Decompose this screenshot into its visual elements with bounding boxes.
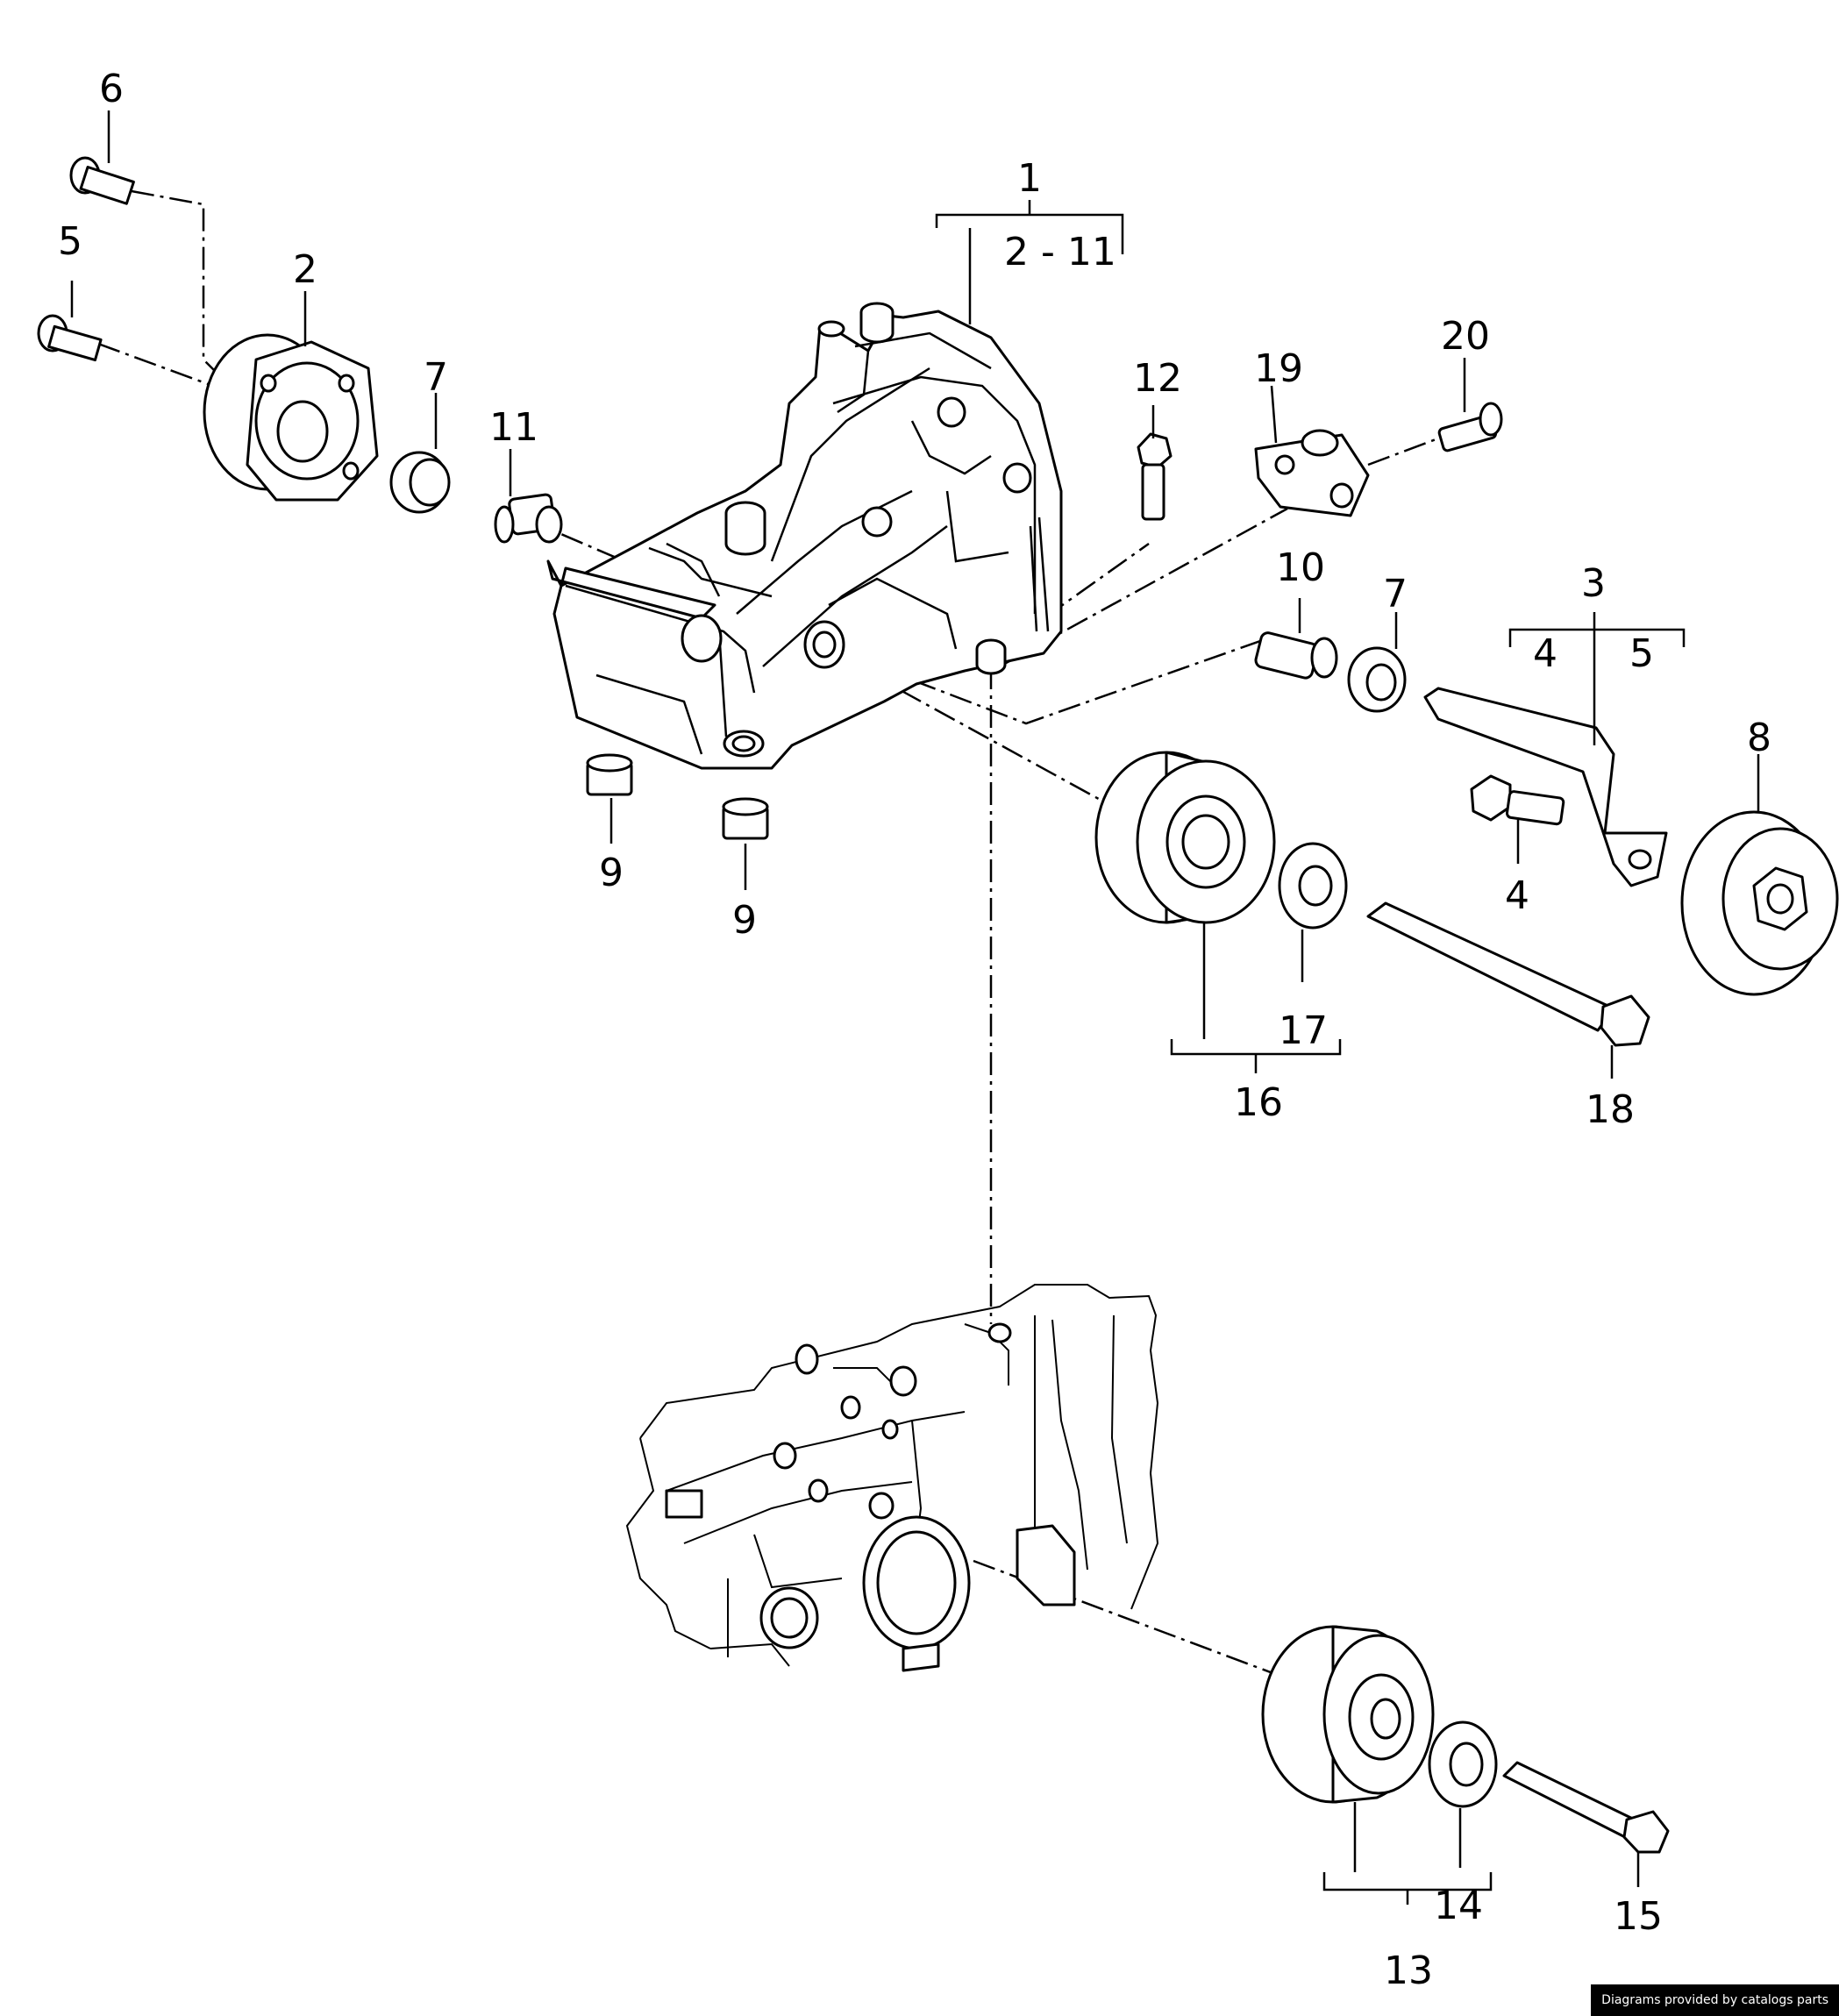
callout-8: 8 xyxy=(1747,716,1771,760)
part-10-bushing xyxy=(1254,631,1338,680)
part-8-pulley xyxy=(1680,810,1839,996)
engine-block xyxy=(625,1284,1159,1672)
callout-4: 4 xyxy=(1505,873,1529,918)
part-14-washer xyxy=(1428,1720,1498,1808)
part-17-washer xyxy=(1278,842,1348,930)
part-16-pulley xyxy=(1094,751,1276,924)
callout-3-sub-5: 5 xyxy=(1629,631,1654,676)
part-13-pulley xyxy=(1261,1625,1435,1804)
callout-15: 15 xyxy=(1614,1894,1663,1939)
callout-7: 7 xyxy=(424,355,448,400)
part-18-bolt xyxy=(1366,901,1650,1047)
callout-2: 2 xyxy=(293,247,317,292)
part-7-seal xyxy=(389,451,451,514)
callout-11: 11 xyxy=(489,405,538,450)
part-19-bracket xyxy=(1254,429,1370,517)
callout-10: 10 xyxy=(1276,545,1325,590)
callout-3-sub-4: 4 xyxy=(1533,631,1557,676)
callout-7-b: 7 xyxy=(1383,572,1408,616)
callout-14: 14 xyxy=(1434,1884,1483,1928)
part-3-tensioner-arm xyxy=(1423,687,1668,887)
part-2-housing xyxy=(203,333,379,502)
part-12-bolt xyxy=(1137,432,1173,521)
callout-12: 12 xyxy=(1133,356,1182,401)
callout-6: 6 xyxy=(99,67,124,111)
callout-17: 17 xyxy=(1279,1008,1328,1053)
callout-1: 1 xyxy=(1017,156,1042,201)
part-15-bolt xyxy=(1502,1761,1670,1854)
part-9-spacers xyxy=(586,753,769,840)
callout-18: 18 xyxy=(1586,1087,1635,1132)
part-5-bolt xyxy=(37,314,103,362)
callout-labels: 1 2 - 11 2 3 4 5 4 5 6 7 7 8 9 9 10 11 1… xyxy=(58,67,1771,1993)
callout-13: 13 xyxy=(1384,1948,1433,1993)
callout-3: 3 xyxy=(1581,561,1606,606)
part-20-bolt xyxy=(1437,402,1503,452)
callout-20: 20 xyxy=(1441,314,1490,359)
part-6-bolt xyxy=(69,156,135,205)
callout-5: 5 xyxy=(58,219,82,264)
callout-2-11: 2 - 11 xyxy=(1004,230,1116,274)
callout-9-a: 9 xyxy=(599,851,624,895)
callout-19: 19 xyxy=(1254,346,1303,391)
part-4-bolt xyxy=(1470,774,1565,826)
part-11-bushing xyxy=(494,493,563,544)
callout-9-b: 9 xyxy=(732,898,757,943)
part-7-seal-b xyxy=(1347,646,1407,713)
credit-banner: Diagrams provided by catalogs parts xyxy=(1591,1984,1839,2016)
engine-mount-bracket xyxy=(546,302,1063,770)
callout-16: 16 xyxy=(1234,1080,1283,1125)
leader-lines xyxy=(70,110,1760,1905)
